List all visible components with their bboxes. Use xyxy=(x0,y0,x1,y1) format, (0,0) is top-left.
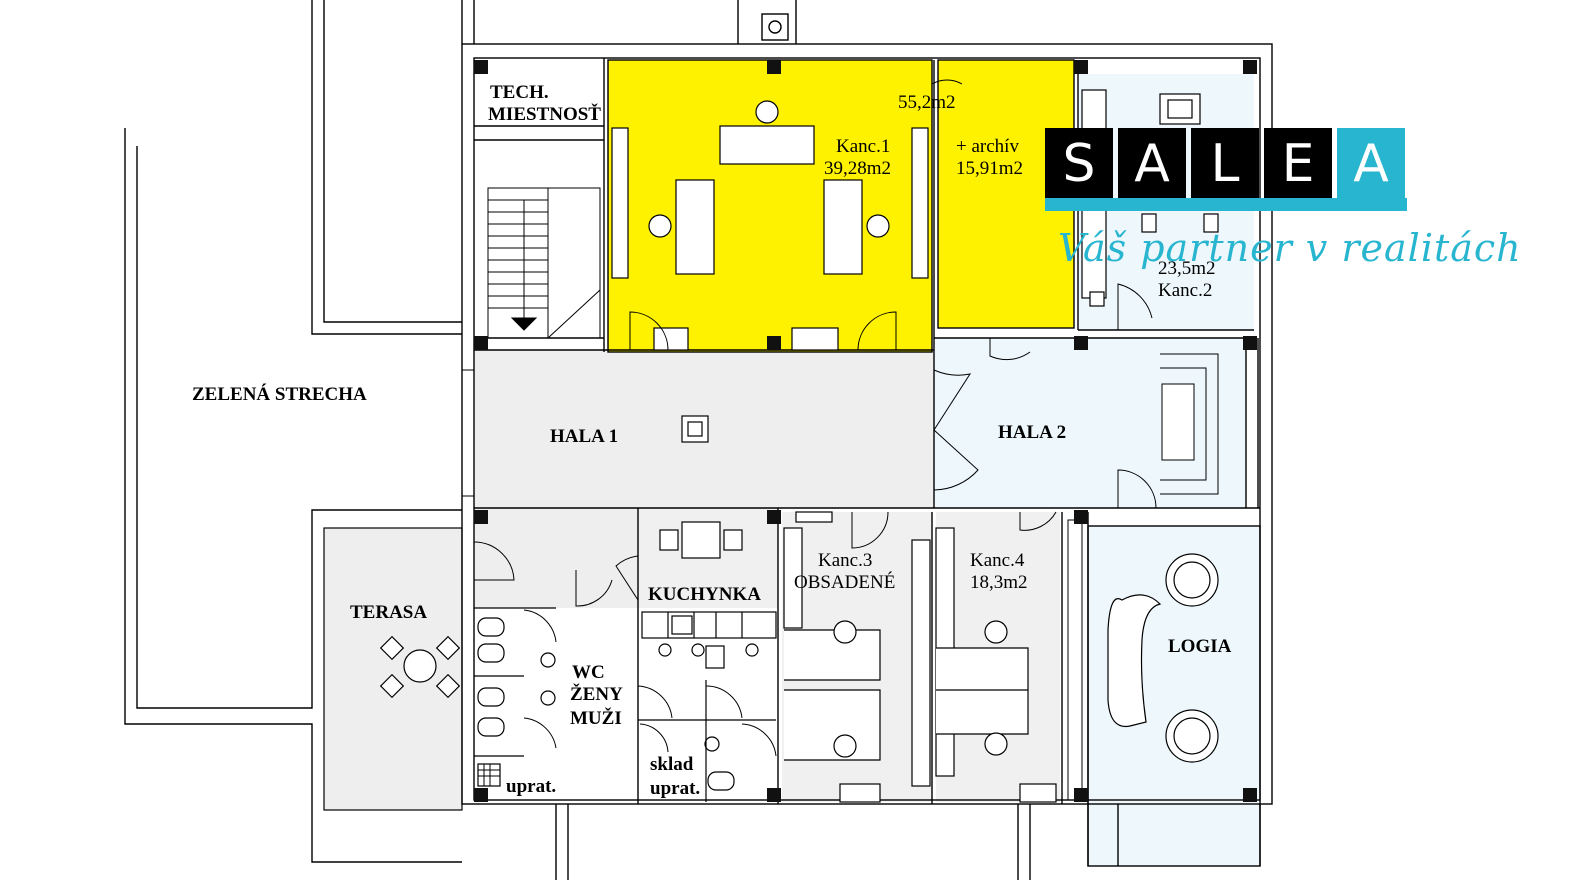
wc-fixtures xyxy=(473,541,777,802)
label-kanc-1-area: 39,28m2 xyxy=(824,158,891,179)
label-kanc-3-name: Kanc.3 xyxy=(818,550,872,571)
label-tech-2: MIESTNOSŤ xyxy=(488,103,601,125)
label-kanc-4-area: 18,3m2 xyxy=(970,572,1028,593)
label-kuchynka: KUCHYNKA xyxy=(648,584,761,605)
salea-logo: S A L E A xyxy=(1045,128,1407,212)
label-kanc-3-status: OBSADENÉ xyxy=(794,571,895,593)
label-muzi: MUŽI xyxy=(570,707,622,729)
label-sklad: sklad xyxy=(650,754,694,775)
label-terasa: TERASA xyxy=(350,602,427,623)
room-corridor-fill xyxy=(474,508,638,608)
logo-letter-4: E xyxy=(1264,128,1332,198)
room-hala-2-fill xyxy=(934,338,1246,508)
kanc-1-furniture xyxy=(611,79,963,351)
label-zeny: ŽENY xyxy=(570,683,623,705)
label-sklad-uprat: uprat. xyxy=(650,778,700,799)
room-terasa-fill xyxy=(323,527,463,811)
hala-1-furniture xyxy=(461,369,709,497)
logo-tagline: Váš partner v realitách xyxy=(1058,226,1522,270)
terasa-furniture xyxy=(379,635,461,699)
label-kanc-1-total: 55,2m2 xyxy=(898,92,956,113)
label-kanc-2-area: 23,5m2 xyxy=(1158,258,1216,279)
logo-letter-1: S xyxy=(1045,128,1113,198)
label-archiv-area: 15,91m2 xyxy=(956,158,1023,179)
label-tech-1: TECH. xyxy=(490,82,549,103)
label-kanc-2-name: Kanc.2 xyxy=(1158,280,1212,301)
room-wc-fill xyxy=(474,608,778,802)
kuchynka-furniture xyxy=(615,521,777,639)
label-zelena-strecha: ZELENÁ STRECHA xyxy=(192,383,367,405)
logia-furniture xyxy=(1107,553,1219,763)
label-uprat: uprat. xyxy=(506,776,556,797)
logo-letter-3: L xyxy=(1191,128,1259,198)
logo-letter-2: A xyxy=(1118,128,1186,198)
structural-columns xyxy=(474,60,1257,802)
label-kanc-1-name: Kanc.1 xyxy=(836,136,890,157)
kanc-3-furniture xyxy=(783,511,931,803)
label-hala-2: HALA 2 xyxy=(998,422,1066,443)
logo-letter-5: A xyxy=(1337,128,1405,198)
hala-2-furniture xyxy=(933,338,1219,509)
label-hala-1: HALA 1 xyxy=(550,426,618,447)
label-wc: WC xyxy=(572,662,605,683)
staircase xyxy=(487,187,601,339)
label-logia: LOGIA xyxy=(1168,636,1232,657)
label-kanc-4-name: Kanc.4 xyxy=(970,550,1025,571)
logo-underline xyxy=(1045,198,1407,211)
label-archiv-name: + archív xyxy=(956,136,1019,157)
